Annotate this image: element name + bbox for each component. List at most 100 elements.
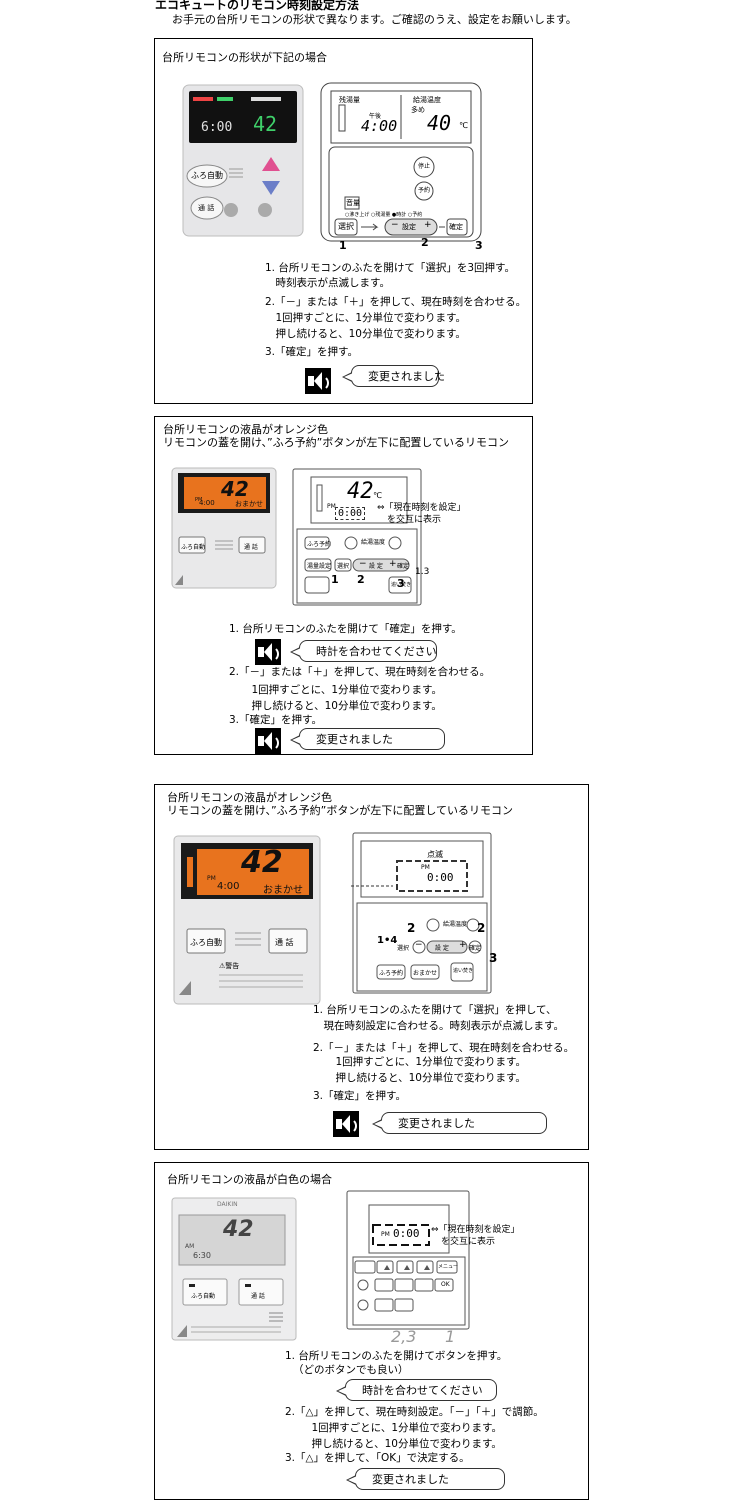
remote-drawing-2: 42 ℃ PM 0:00 ⇔「現在時刻を設定」 を交互に表示 ふろ予約 給湯温度… bbox=[291, 467, 491, 607]
photo-pm: PM bbox=[207, 875, 216, 882]
step-line: 1回押すごとに、1分単位で変わります。 bbox=[241, 684, 442, 696]
photo-am: AM bbox=[185, 1243, 195, 1250]
photo-reply-label: 通 話 bbox=[198, 204, 215, 212]
select-button[interactable]: 選択 bbox=[338, 222, 354, 231]
reheat-button[interactable]: 追い焚き bbox=[453, 968, 474, 974]
speaker-icon bbox=[255, 728, 281, 754]
callout-3: 3 bbox=[475, 239, 483, 252]
photo-reply-label: 通 話 bbox=[244, 544, 258, 551]
callout-23: 2,3 bbox=[391, 1327, 417, 1346]
menu-button[interactable]: メニュー bbox=[438, 1264, 459, 1270]
photo-temp: 42 bbox=[221, 477, 249, 501]
message-bubble: 時計を合わせてください bbox=[336, 1379, 497, 1401]
step-line: 1回押すごとに、1分単位で変わります。 bbox=[265, 312, 466, 324]
step-line: 1. 台所リモコンのふたを開けて「選択」を押して、 bbox=[313, 1004, 557, 1016]
remote-photo-1: 42 6:00 ふろ自動 通 話 bbox=[181, 83, 305, 238]
lcd-pm: PM bbox=[381, 1231, 390, 1238]
message-bubble: 変更されました bbox=[372, 1112, 547, 1134]
lcd-sub-label: 多め bbox=[411, 106, 425, 114]
minus-button[interactable]: − bbox=[415, 940, 423, 950]
lcd-time-label: 午後 bbox=[369, 113, 382, 120]
legend-text: ○沸き上げ ○残湯量 ●時計 ○予約 bbox=[345, 212, 423, 218]
reheat-button[interactable]: 追い焚き bbox=[391, 582, 412, 588]
lcd-time: 4:00 bbox=[361, 117, 398, 135]
step-line: 押し続けると、10分単位で変わります。 bbox=[325, 1072, 526, 1084]
photo-time: 6:30 bbox=[193, 1251, 211, 1260]
temp-set-button[interactable]: 給湯温度 bbox=[361, 539, 386, 546]
confirm-button[interactable]: 確定 bbox=[397, 563, 410, 570]
step-line: 3.「確定」を押す。 bbox=[265, 346, 358, 358]
step-line: 1回押すごとに、1分単位で変わります。 bbox=[325, 1056, 526, 1068]
photo-temp-text: 42 bbox=[253, 112, 277, 136]
photo-brand: DAIKIN bbox=[217, 1201, 238, 1208]
section-2-title-line1: 台所リモコンの液晶がオレンジ色 bbox=[163, 423, 328, 436]
plus-button[interactable]: + bbox=[459, 940, 467, 950]
plus-button[interactable]: + bbox=[389, 559, 397, 569]
step-line: 3.「確定」を押す。 bbox=[229, 714, 322, 726]
step-line: 1. 台所リモコンのふたを開けて「選択」を3回押す。 bbox=[265, 262, 515, 274]
reserve-button[interactable]: 予約 bbox=[418, 187, 431, 194]
section-3-panel: 台所リモコンの液晶がオレンジ色 リモコンの蓋を開け、”ふろ予約”ボタンが左下に配… bbox=[154, 784, 589, 1150]
step-line: 2.「－」または「＋」を押して、現在時刻を合わせる。 bbox=[265, 296, 527, 308]
water-level-button[interactable]: 湯量設定 bbox=[307, 563, 332, 570]
lcd-time: 0:00 bbox=[427, 871, 454, 884]
step-line: 時刻表示が点滅します。 bbox=[265, 277, 390, 289]
lcd-time: 0:00 bbox=[393, 1227, 420, 1240]
display-note-1: ⇔「現在時刻を設定」 bbox=[431, 1225, 520, 1235]
select-button[interactable]: 選択 bbox=[337, 563, 350, 570]
display-note-2: を交互に表示 bbox=[387, 515, 442, 525]
bath-reserve-button[interactable]: ふろ予約 bbox=[307, 541, 332, 548]
stop-button[interactable]: 停止 bbox=[418, 163, 431, 170]
setting-label: 設 定 bbox=[369, 563, 383, 570]
photo-mode: おまかせ bbox=[263, 885, 303, 896]
callout-3: 3 bbox=[397, 577, 405, 590]
page-title: エコキュートのリモコン時刻設定方法 bbox=[155, 0, 360, 12]
step-line: 2.「－」または「＋」を押して、現在時刻を合わせる。 bbox=[313, 1042, 575, 1054]
display-note-2: を交互に表示 bbox=[441, 1237, 496, 1247]
step-line: （どのボタンでも良い） bbox=[293, 1364, 409, 1376]
lcd-temp: 42 bbox=[347, 479, 374, 504]
minus-button[interactable]: − bbox=[359, 559, 367, 569]
sound-button[interactable]: 音量 bbox=[346, 199, 360, 207]
step-line: 押し続けると、10分単位で変わります。 bbox=[301, 1438, 502, 1450]
ok-button[interactable]: OK bbox=[441, 1281, 450, 1288]
lcd-left-label: 残湯量 bbox=[339, 96, 360, 104]
message-bubble: 変更されました bbox=[342, 365, 445, 387]
step-line: 1. 台所リモコンのふたを開けて「確定」を押す。 bbox=[229, 623, 462, 635]
lcd-temp: 40 bbox=[427, 111, 452, 135]
callout-14: 1•4 bbox=[377, 935, 398, 946]
bath-reserve-button[interactable]: ふろ予約 bbox=[379, 970, 404, 977]
step-line: 押し続けると、10分単位で変わります。 bbox=[265, 328, 466, 340]
display-note-1: ⇔「現在時刻を設定」 bbox=[377, 503, 466, 513]
callout-1: 1 bbox=[445, 1327, 456, 1346]
callout-1: 1 bbox=[331, 573, 339, 586]
remote-photo-4: DAIKIN 42 AM 6:30 ふろ自動 通 話 bbox=[171, 1197, 297, 1341]
lcd-unit: ℃ bbox=[459, 121, 468, 130]
photo-warning: ⚠警告 bbox=[219, 962, 240, 970]
remote-drawing-1: 残湯量 給湯温度 多め 午後 4:00 40 ℃ 音量 停止 予約 ○沸き上げ … bbox=[319, 81, 499, 252]
plus-button[interactable]: + bbox=[424, 220, 432, 230]
lcd-right-label: 給湯温度 bbox=[413, 96, 441, 104]
confirm-button[interactable]: 確定 bbox=[449, 223, 463, 231]
remote-photo-3: PM 42 4:00 おまかせ ふろ自動 通 話 ⚠警告 bbox=[173, 835, 321, 1005]
callout-13: 1.3 bbox=[415, 567, 430, 577]
photo-left-button-label: ふろ自動 bbox=[191, 171, 223, 180]
message-bubble: 時計を合わせてください bbox=[290, 640, 437, 662]
lcd-pm: PM bbox=[421, 864, 430, 871]
select-button[interactable]: 選択 bbox=[397, 945, 410, 952]
confirm-button[interactable]: 確定 bbox=[469, 945, 482, 952]
callout-2: 2 bbox=[421, 236, 429, 249]
step-line: 3.「確定」を押す。 bbox=[313, 1090, 406, 1102]
blink-label: 点滅 bbox=[427, 850, 443, 859]
minus-button[interactable]: − bbox=[391, 220, 399, 230]
callout-3: 3 bbox=[489, 951, 498, 965]
step-line: 1. 台所リモコンのふたを開けてボタンを押す。 bbox=[285, 1350, 508, 1362]
temp-button[interactable]: 給湯温度 bbox=[443, 921, 468, 928]
section-2-title-line2: リモコンの蓋を開け、”ふろ予約”ボタンが左下に配置しているリモコン bbox=[163, 436, 510, 449]
auto-button[interactable]: おまかせ bbox=[413, 970, 438, 977]
message-bubble: 変更されました bbox=[346, 1468, 505, 1490]
remote-photo-2: PM 42 4:00 おまかせ ふろ自動 通 話 bbox=[171, 467, 277, 589]
photo-time: 4:00 bbox=[199, 499, 215, 507]
section-3-title-line1: 台所リモコンの液晶がオレンジ色 bbox=[167, 791, 332, 804]
lcd-pm: PM bbox=[327, 503, 336, 510]
